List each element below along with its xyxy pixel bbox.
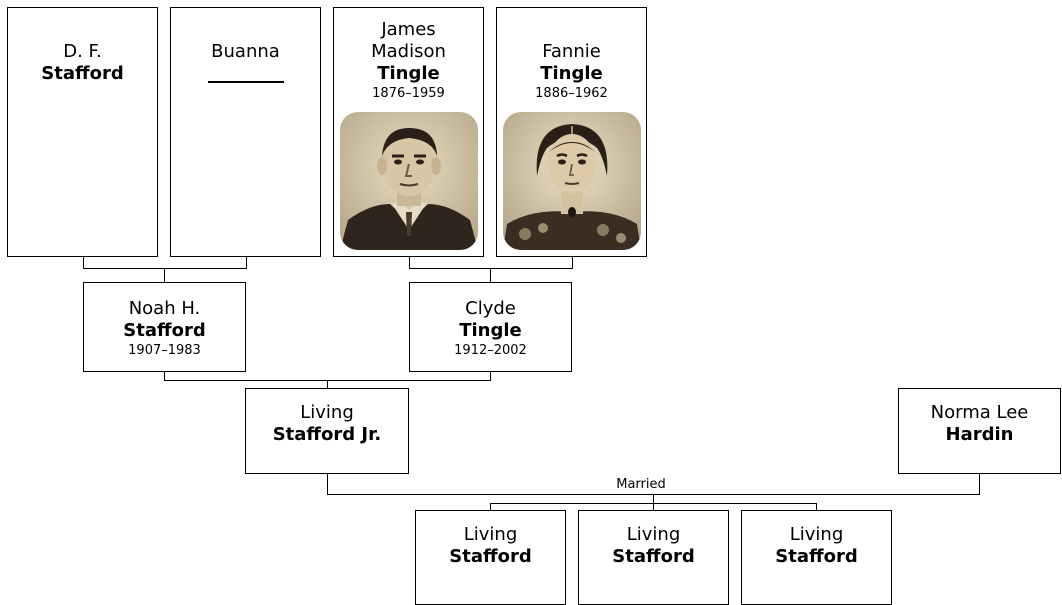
- man-portrait-icon: [340, 112, 478, 250]
- person-card-child-3[interactable]: Living Stafford: [741, 510, 892, 605]
- given-name: Norma Lee: [930, 402, 1029, 423]
- life-dates: 1876–1959: [372, 86, 445, 101]
- surname: Stafford: [449, 546, 532, 567]
- woman-portrait-icon: [503, 112, 641, 250]
- given-name: Living: [300, 402, 354, 423]
- person-card-child-2[interactable]: Living Stafford: [578, 510, 729, 605]
- given-name: Buanna: [211, 41, 280, 62]
- surname: Stafford: [775, 546, 858, 567]
- given-name: Clyde: [465, 298, 516, 319]
- given-name-line1: James: [381, 19, 436, 40]
- given-name-line2: Madison: [371, 41, 446, 62]
- unknown-surname-line: [207, 73, 284, 83]
- person-card-clyde-tingle[interactable]: Clyde Tingle 1912–2002: [409, 282, 572, 372]
- married-label: Married: [616, 477, 666, 492]
- portrait-photo[interactable]: [503, 112, 641, 250]
- given-name: Living: [463, 524, 518, 545]
- life-dates: 1907–1983: [128, 343, 201, 358]
- surname: Stafford Jr.: [272, 424, 382, 445]
- surname: Tingle: [377, 63, 440, 84]
- given-name: Living: [789, 524, 844, 545]
- person-card-buanna[interactable]: Buanna: [170, 7, 321, 257]
- person-card-james-tingle[interactable]: James Madison Tingle 1876–1959: [333, 7, 484, 257]
- surname: Tingle: [540, 63, 603, 84]
- portrait-photo[interactable]: [340, 112, 478, 250]
- person-card-df-stafford[interactable]: D. F. Stafford: [7, 7, 158, 257]
- life-dates: 1886–1962: [535, 86, 608, 101]
- person-card-fannie-tingle[interactable]: Fannie Tingle 1886–1962: [496, 7, 647, 257]
- given-name: Living: [626, 524, 681, 545]
- person-card-child-1[interactable]: Living Stafford: [415, 510, 566, 605]
- surname: Tingle: [459, 320, 522, 341]
- given-name: Fannie: [542, 41, 601, 62]
- life-dates: 1912–2002: [454, 343, 527, 358]
- given-name: Noah H.: [128, 298, 201, 319]
- surname: Hardin: [945, 424, 1014, 445]
- given-name: D. F.: [63, 41, 102, 62]
- person-card-noah-stafford[interactable]: Noah H. Stafford 1907–1983: [83, 282, 246, 372]
- surname: Stafford: [123, 320, 206, 341]
- surname: Stafford: [41, 63, 124, 84]
- person-card-norma-hardin[interactable]: Norma Lee Hardin: [898, 388, 1061, 474]
- person-card-living-stafford-jr[interactable]: Living Stafford Jr.: [245, 388, 409, 474]
- surname: Stafford: [612, 546, 695, 567]
